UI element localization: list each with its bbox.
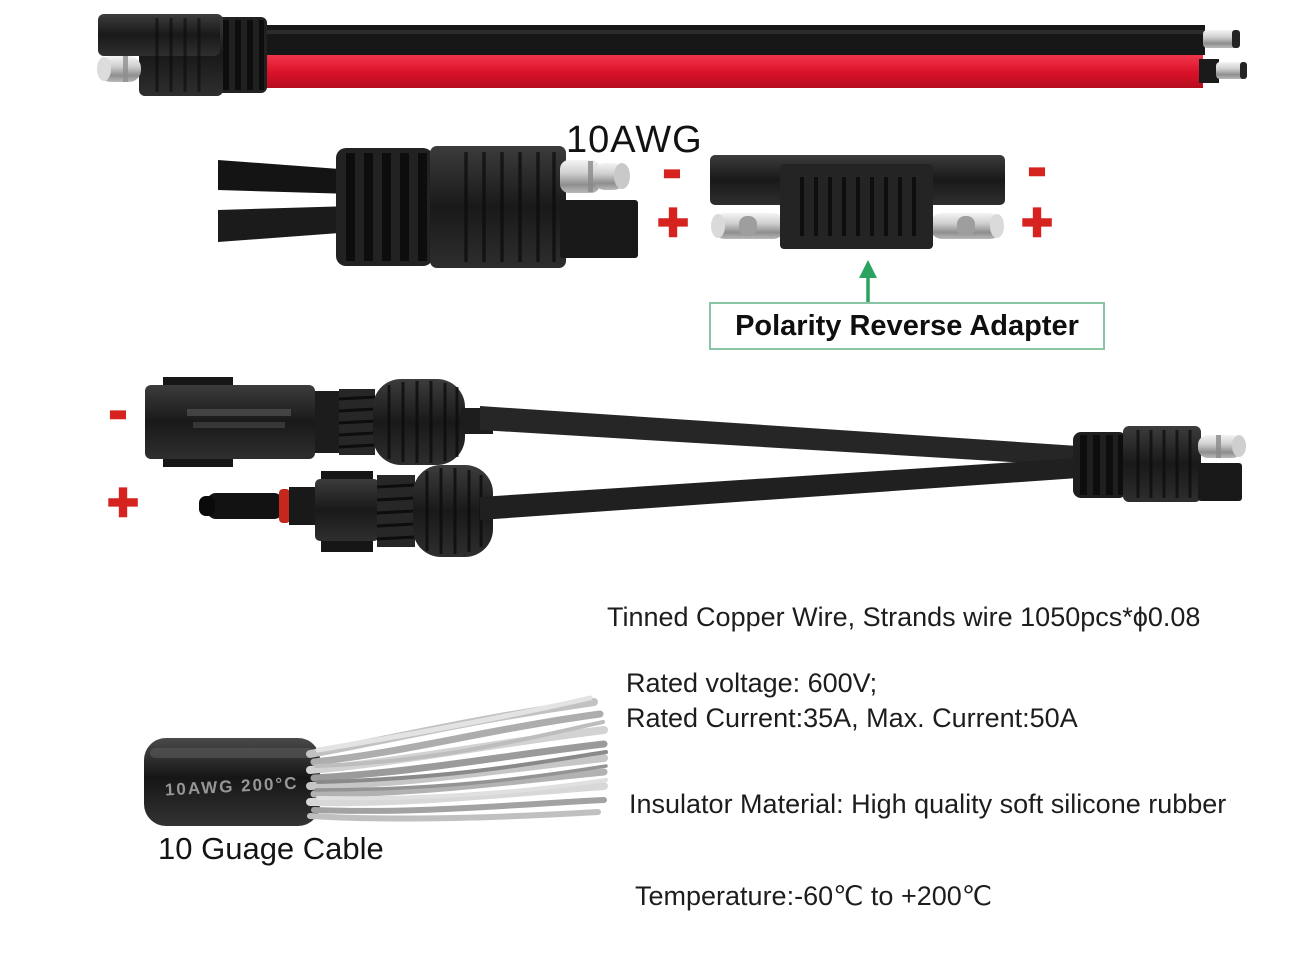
mc4-body	[315, 479, 379, 541]
adapter-minus-label: -	[1027, 138, 1047, 198]
metal-terminal-left	[711, 213, 785, 239]
sae-connector-photo	[218, 146, 638, 268]
connector-tab	[560, 200, 638, 258]
connector-tab	[1198, 463, 1242, 501]
red-o-ring	[279, 489, 290, 523]
contact-pin	[199, 493, 283, 519]
gland-cap	[373, 379, 465, 465]
polarity-reverse-adapter-photo	[710, 155, 1005, 249]
spec-line-insulator: Insulator Material: High quality soft si…	[629, 789, 1227, 819]
adapter-callout-label: Polarity Reverse Adapter	[735, 309, 1079, 342]
mc4-female-connector-photo	[145, 377, 493, 467]
mc4-male-connector-photo	[199, 465, 493, 557]
cable-caption: 10 Guage Cable	[158, 831, 384, 866]
connector-body	[430, 146, 566, 268]
mc4-plus-label: +	[106, 472, 140, 532]
gland-threads	[338, 389, 376, 455]
strain-relief	[1073, 432, 1127, 498]
strain-relief	[336, 148, 433, 266]
gland-cap	[413, 465, 493, 557]
spec-line-rated-voltage: Rated voltage: 600V;	[626, 668, 878, 698]
sae-minus-label: -	[662, 140, 682, 200]
red-black-wire-pair	[257, 25, 1205, 88]
spec-line-rated-current: Rated Current:35A, Max. Current:50A	[626, 703, 1078, 733]
adapter-callout-box: Polarity Reverse Adapter	[709, 302, 1105, 350]
gauge-cable-photo: 10AWG 200°C	[144, 695, 608, 826]
tinned-strands	[306, 695, 608, 822]
sae-connector-left	[97, 14, 267, 96]
mc4-body	[145, 385, 315, 459]
spec-line-temperature: Temperature:-60℃ to +200℃	[635, 881, 993, 911]
stripped-wire-tips	[1199, 30, 1247, 83]
adapter-plus-label: +	[1020, 192, 1054, 252]
cable-pair	[218, 160, 353, 242]
metal-terminal	[1198, 435, 1246, 458]
metal-terminal	[560, 160, 630, 193]
adapter-center-block	[780, 164, 933, 249]
spec-line-tinned-copper: Tinned Copper Wire, Strands wire 1050pcs…	[607, 602, 1201, 632]
sae-plus-label: +	[656, 192, 690, 252]
connector-body	[1123, 426, 1201, 502]
gland-threads	[376, 475, 416, 547]
y-branch-cables-photo	[480, 406, 1078, 520]
arrow-up-icon	[859, 260, 877, 305]
sae-extension-cable-photo	[97, 14, 1247, 96]
wire-gauge-label: 10AWG	[566, 119, 703, 161]
mc4-minus-label: -	[108, 381, 128, 441]
metal-terminal-right	[930, 213, 1004, 239]
metal-terminal	[97, 56, 141, 82]
sae-connector-right-photo	[1073, 426, 1246, 502]
cable-jacket	[144, 738, 320, 826]
